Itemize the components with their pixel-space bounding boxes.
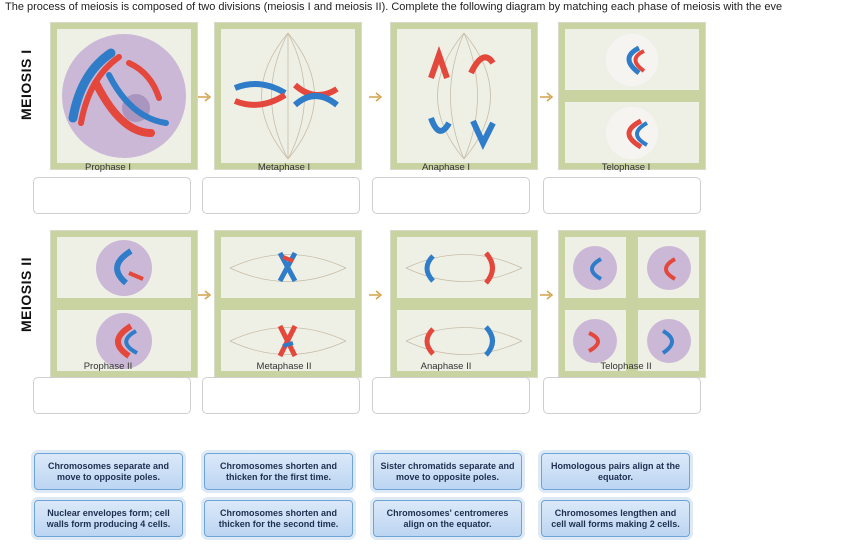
caption-anaphase-1: Anaphase I	[421, 162, 471, 173]
arrow-icon	[198, 290, 212, 300]
answer-slot-anaphase-2[interactable]	[372, 377, 530, 414]
image-metaphase-2	[214, 230, 362, 378]
arrow-icon	[540, 290, 554, 300]
image-prophase-1	[50, 22, 198, 170]
image-anaphase-2	[390, 230, 538, 378]
arrow-icon	[369, 92, 383, 102]
section-label-meiosis-2: MEIOSIS II	[18, 256, 34, 332]
caption-telophase-2: Telophase II	[600, 361, 652, 372]
question-text: The process of meiosis is composed of tw…	[5, 1, 783, 13]
answer-chip[interactable]: Homologous pairs align at the equator.	[541, 453, 690, 490]
answer-chip[interactable]: Chromosomes shorten and thicken for the …	[204, 453, 353, 490]
answer-chip[interactable]: Sister chromatids separate and move to o…	[373, 453, 522, 490]
arrow-icon	[369, 290, 383, 300]
answer-chip[interactable]: Nuclear envelopes form; cell walls form …	[34, 500, 183, 537]
answer-chip[interactable]: Chromosomes lengthen and cell wall forms…	[541, 500, 690, 537]
image-anaphase-1	[390, 22, 538, 170]
image-prophase-2	[50, 230, 198, 378]
caption-telophase-1: Telophase I	[601, 162, 651, 173]
caption-metaphase-2: Metaphase II	[256, 361, 312, 372]
answer-slot-metaphase-1[interactable]	[202, 177, 360, 214]
caption-prophase-2: Prophase II	[83, 361, 133, 372]
answer-slot-prophase-1[interactable]	[33, 177, 191, 214]
answer-slot-anaphase-1[interactable]	[372, 177, 530, 214]
image-telophase-2	[558, 230, 706, 378]
answer-chip[interactable]: Chromosomes shorten and thicken for the …	[204, 500, 353, 537]
answer-chip[interactable]: Chromosomes separate and move to opposit…	[34, 453, 183, 490]
section-label-meiosis-1: MEIOSIS I	[18, 49, 34, 120]
image-metaphase-1	[214, 22, 362, 170]
answer-slot-metaphase-2[interactable]	[202, 377, 360, 414]
caption-metaphase-1: Metaphase I	[257, 162, 311, 173]
arrow-icon	[540, 92, 554, 102]
answer-slot-prophase-2[interactable]	[33, 377, 191, 414]
answer-slot-telophase-2[interactable]	[543, 377, 701, 414]
caption-anaphase-2: Anaphase II	[420, 361, 472, 372]
answer-slot-telophase-1[interactable]	[543, 177, 701, 214]
image-telophase-1	[558, 22, 706, 170]
answer-chip[interactable]: Chromosomes' centromeres align on the eq…	[373, 500, 522, 537]
arrow-icon	[198, 92, 212, 102]
caption-prophase-1: Prophase I	[85, 162, 131, 173]
